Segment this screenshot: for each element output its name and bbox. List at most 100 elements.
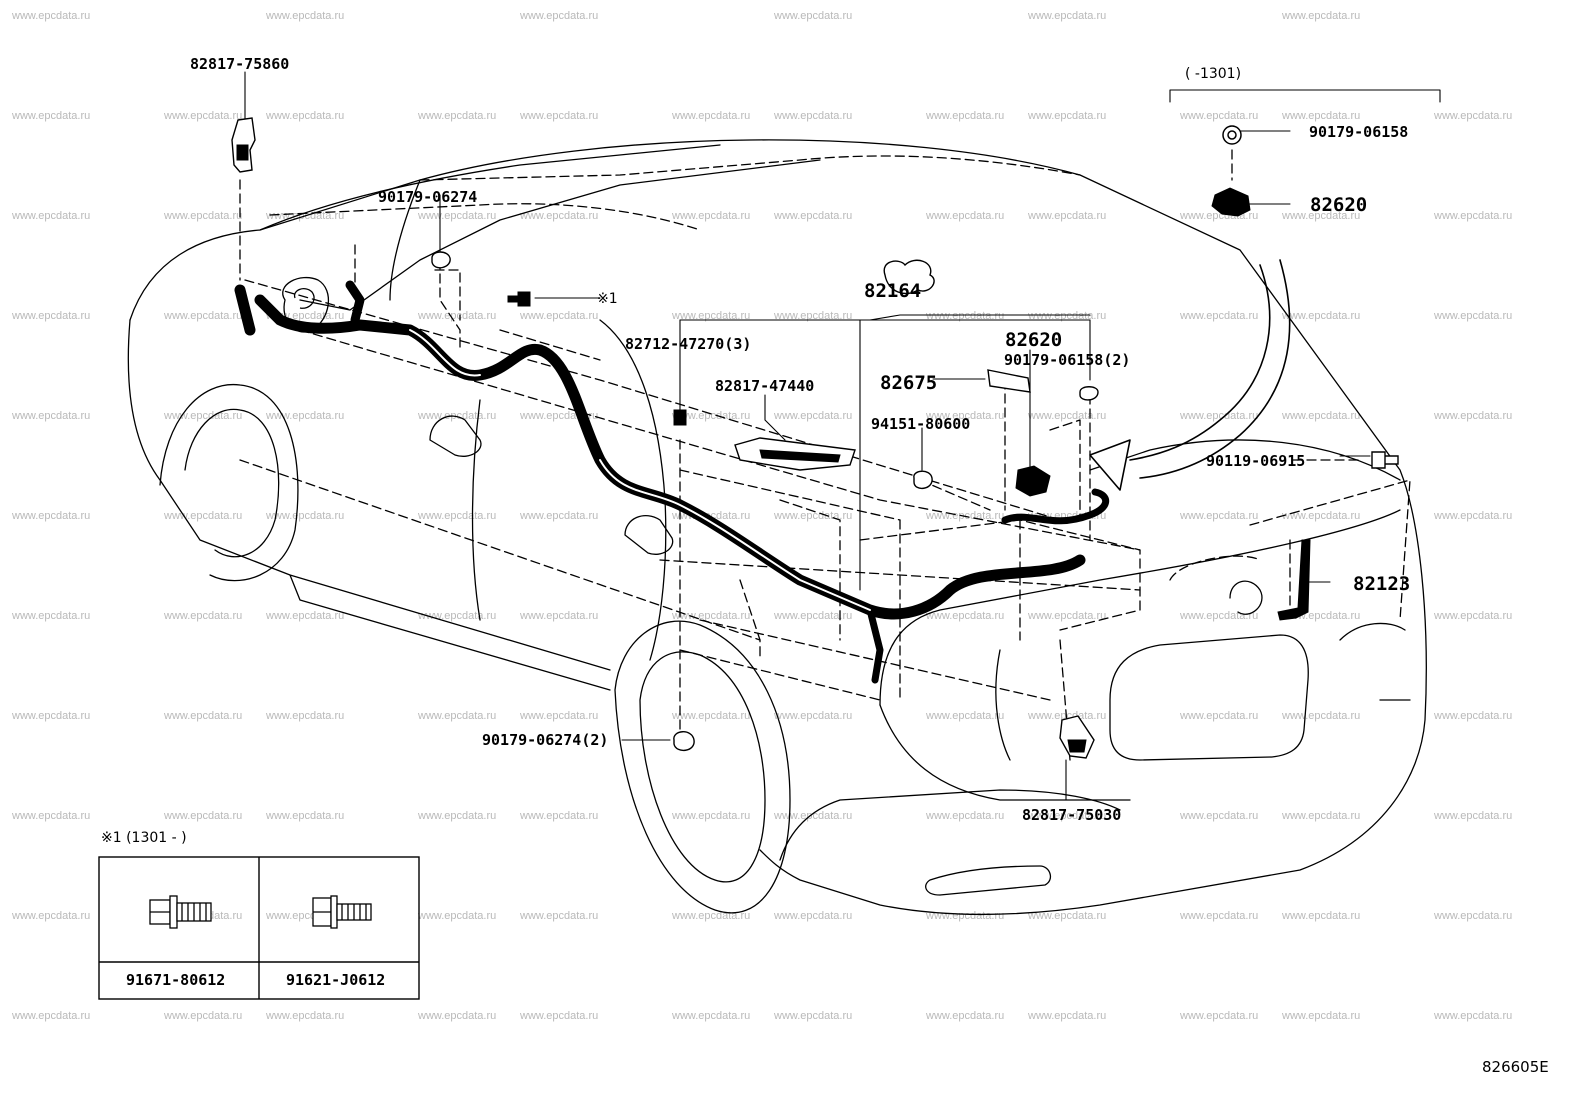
watermark-text: www.epcdata.ru (1028, 810, 1107, 822)
car-body-outline (127, 139, 1427, 916)
watermark-text: www.epcdata.ru (164, 210, 243, 222)
watermark-text: www.epcdata.ru (1282, 510, 1361, 522)
part-82164 (883, 259, 935, 295)
watermark-text: www.epcdata.ru (12, 410, 91, 422)
watermark-text: www.epcdata.ru (926, 210, 1005, 222)
watermark-text: www.epcdata.ru (12, 710, 91, 722)
watermark-text: www.epcdata.ru (774, 810, 853, 822)
label-82164[interactable]: 82164 (864, 280, 922, 302)
watermark-text: www.epcdata.ru (418, 810, 497, 822)
label-82620-top[interactable]: 82620 (1310, 194, 1368, 216)
code-note: ( -1301) (1185, 66, 1242, 82)
watermark-text: www.epcdata.ru (926, 710, 1005, 722)
label-94151-80600[interactable]: 94151-80600 (871, 415, 971, 433)
watermark-text: www.epcdata.ru (926, 410, 1005, 422)
watermark-text: www.epcdata.ru (672, 710, 751, 722)
watermark-text: www.epcdata.ru (266, 1010, 345, 1022)
direction-arrow (1089, 259, 1291, 491)
watermark-text: www.epcdata.ru (266, 510, 345, 522)
watermark-text: www.epcdata.ru (926, 810, 1005, 822)
watermark-text: www.epcdata.ru (164, 810, 243, 822)
bracket-82675 (987, 369, 1031, 393)
mark-x1: ※1 (597, 291, 618, 307)
watermark-text: www.epcdata.ru (520, 510, 599, 522)
watermark-text: www.epcdata.ru (1180, 1010, 1259, 1022)
watermark-text: www.epcdata.ru (1282, 910, 1361, 922)
watermark-text: www.epcdata.ru (1028, 1010, 1107, 1022)
watermark-text: www.epcdata.ru (1028, 210, 1107, 222)
watermark-text: www.epcdata.ru (1028, 310, 1107, 322)
watermark-text: www.epcdata.ru (1028, 10, 1107, 22)
label-82817-75860[interactable]: 82817-75860 (190, 55, 290, 73)
watermark-text: www.epcdata.ru (926, 310, 1005, 322)
watermark-text: www.epcdata.ru (926, 1010, 1005, 1022)
watermark-text: www.epcdata.ru (926, 610, 1005, 622)
watermark-text: www.epcdata.ru (1028, 410, 1107, 422)
watermark-text: www.epcdata.ru (774, 10, 853, 22)
watermark-text: www.epcdata.ru (266, 10, 345, 22)
figure-reference: 826605E (1482, 1058, 1549, 1076)
table-part-91621-J0612[interactable]: 91621-J0612 (286, 971, 386, 989)
bolt-91621-J0612-icon (312, 895, 372, 929)
connector-82620-top (1211, 187, 1251, 217)
watermark-text: www.epcdata.ru (1180, 110, 1259, 122)
watermark-text: www.epcdata.ru (164, 510, 243, 522)
watermark-text: www.epcdata.ru (164, 710, 243, 722)
label-90179-06158-2[interactable]: 90179-06158(2) (1004, 351, 1131, 369)
watermark-text: www.epcdata.ru (1282, 410, 1361, 422)
label-82817-47440[interactable]: 82817-47440 (715, 377, 815, 395)
watermark-text: www.epcdata.ru (418, 310, 497, 322)
bolt-note: ※1 (1301 - ) (101, 830, 187, 846)
watermark-text: www.epcdata.ru (774, 210, 853, 222)
watermark-text: www.epcdata.ru (12, 910, 91, 922)
bracket-82817-75030 (1059, 715, 1095, 759)
label-90179-06274[interactable]: 90179-06274 (378, 188, 478, 206)
label-90119-06915[interactable]: 90119-06915 (1206, 452, 1306, 470)
label-82817-75030[interactable]: 82817-75030 (1022, 806, 1122, 824)
watermark-text: www.epcdata.ru (1282, 1010, 1361, 1022)
label-90179-06274-2[interactable]: 90179-06274(2) (482, 731, 609, 749)
parts (231, 117, 1399, 759)
watermark-text: www.epcdata.ru (1028, 110, 1107, 122)
watermark-text: www.epcdata.ru (266, 710, 345, 722)
watermark-text: www.epcdata.ru (1434, 1010, 1513, 1022)
watermark-text: www.epcdata.ru (1180, 910, 1259, 922)
watermark-text: www.epcdata.ru (12, 110, 91, 122)
watermark-text: www.epcdata.ru (774, 910, 853, 922)
watermark-text: www.epcdata.ru (1028, 910, 1107, 922)
watermark-text: www.epcdata.ru (520, 110, 599, 122)
watermark-text: www.epcdata.ru (672, 610, 751, 622)
watermark-text: www.epcdata.ru (164, 310, 243, 322)
watermark-text: www.epcdata.ru (418, 910, 497, 922)
nut-90179-06274-2 (673, 731, 695, 751)
watermark-text: www.epcdata.ru (1282, 810, 1361, 822)
label-82675[interactable]: 82675 (880, 372, 938, 394)
watermark-text: www.epcdata.ru (12, 210, 91, 222)
label-90179-06158[interactable]: 90179-06158 (1309, 123, 1409, 141)
watermark-text: www.epcdata.ru (266, 810, 345, 822)
watermark-text: www.epcdata.ru (12, 310, 91, 322)
watermark-text: www.epcdata.ru (1434, 910, 1513, 922)
watermark-text: www.epcdata.ru (1282, 110, 1361, 122)
label-82620-mid[interactable]: 82620 (1005, 329, 1063, 351)
label-82712-47270[interactable]: 82712-47270(3) (625, 335, 752, 353)
watermark-text: www.epcdata.ru (520, 10, 599, 22)
clip-82712-47270 (673, 409, 687, 426)
watermark-text: www.epcdata.ru (12, 510, 91, 522)
watermark-text: www.epcdata.ru (12, 810, 91, 822)
bolt-x1 (507, 291, 531, 307)
watermark-text: www.epcdata.ru (1434, 410, 1513, 422)
watermark-text: www.epcdata.ru (164, 1010, 243, 1022)
watermark-text: www.epcdata.ru (672, 810, 751, 822)
label-82123[interactable]: 82123 (1353, 573, 1411, 595)
table-part-91671-80612[interactable]: 91671-80612 (126, 971, 226, 989)
watermark-text: www.epcdata.ru (926, 110, 1005, 122)
watermark-text: www.epcdata.ru (418, 510, 497, 522)
watermark-text: www.epcdata.ru (1282, 310, 1361, 322)
watermark-text: www.epcdata.ru (1434, 210, 1513, 222)
watermark-text: www.epcdata.ru (520, 810, 599, 822)
watermark-text: www.epcdata.ru (1434, 810, 1513, 822)
watermark-text: www.epcdata.ru (774, 110, 853, 122)
watermark-text: www.epcdata.ru (12, 610, 91, 622)
